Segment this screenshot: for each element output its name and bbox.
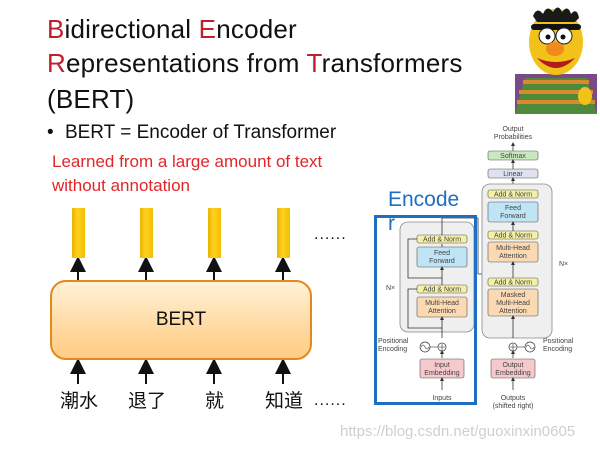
decoder-add-norm-1	[487, 189, 539, 199]
transformer-outputs-label-2: (shifted right)	[493, 403, 534, 410]
title-segment: ncoder	[216, 14, 297, 44]
decoder-add-norm-2-label: Add & Norm	[494, 233, 532, 240]
decoder-mmha-label-1: Masked	[501, 292, 526, 299]
decoder-ff-label-2: Forward	[500, 213, 526, 220]
transformer-inputs-label: Inputs	[432, 395, 452, 402]
dec-pos-label-2: Encoding	[543, 346, 572, 353]
title-segment: ransformers	[321, 48, 463, 78]
transformer-architecture-diagram: Output Probabilities Softmax Linear N× A…	[378, 126, 574, 410]
bert-box: BERT	[50, 280, 312, 360]
enc-pos-label-2: Encoding	[378, 346, 407, 353]
output-embedding-label-2: Embedding	[495, 370, 531, 377]
outputs-ellipsis: ......	[314, 226, 347, 243]
dec-pos-label-1: Positional	[543, 338, 574, 345]
encoder-highlight-box	[374, 215, 477, 405]
title-line-2: Representations from Transformers	[47, 46, 463, 80]
output-embedding-label-1: Output	[502, 362, 523, 369]
transformer-outputs-label-1: Outputs	[501, 395, 526, 402]
encoder-mha-label-2: Attention	[428, 308, 456, 315]
encoder-add-norm-2-label: Add & Norm	[423, 287, 461, 294]
bullet-mark: •	[47, 122, 54, 143]
input-token-1: 潮水	[60, 390, 99, 412]
output-vector-4	[277, 208, 290, 258]
title-line-1: Bidirectional Encoder	[47, 12, 297, 46]
title-segment: (BERT)	[47, 84, 135, 114]
decoder-ff-label-1: Feed	[505, 205, 521, 212]
softmax-label: Softmax	[500, 153, 526, 160]
encoder-mha-label-1: Multi-Head	[425, 300, 459, 307]
linear-label: Linear	[503, 171, 523, 178]
input-embedding-label-1: Input	[434, 362, 450, 369]
decoder-mmha-label-2: Multi-Head	[496, 300, 530, 307]
output-probabilities-label-1: Output	[502, 126, 523, 133]
title-segment: idirectional	[64, 14, 199, 44]
decoder-mmha-label-3: Attention	[499, 308, 527, 315]
bullet-text: BERT = Encoder of Transformer	[64, 122, 337, 143]
title-segment: R	[47, 48, 66, 78]
decoder-nx-label: N×	[559, 261, 568, 268]
watermark: https://blog.csdn.net/guoxinxin0605	[340, 423, 576, 440]
title-segment: B	[47, 14, 65, 44]
encoder-label-line-2: r	[388, 212, 395, 235]
encoder-label-line-1: Encode	[388, 188, 460, 211]
decoder-mha-label-2: Attention	[499, 253, 527, 260]
output-vector-2	[140, 208, 153, 258]
output-vector-1	[72, 208, 85, 258]
bert-io-diagram	[70, 256, 291, 384]
input-embedding-label-2: Embedding	[424, 370, 460, 377]
encoder-ff-label-2: Forward	[429, 258, 455, 265]
output-vector-3	[208, 208, 221, 258]
bert-box-label: BERT	[155, 309, 207, 330]
input-token-2: 退了	[128, 390, 167, 412]
note-line-2: without annotation	[52, 176, 190, 195]
title-line-3: (BERT)	[47, 82, 134, 116]
inputs-ellipsis: ......	[314, 392, 347, 409]
input-token-4: 知道	[265, 390, 304, 412]
encoder-add-norm-1-label: Add & Norm	[423, 237, 461, 244]
title-segment: E	[198, 14, 217, 44]
decoder-mha-label-1: Multi-Head	[496, 245, 530, 252]
title-segment: T	[306, 48, 322, 78]
note-line-1: Learned from a large amount of text	[52, 152, 323, 171]
enc-pos-label-1: Positional	[378, 338, 409, 345]
decoder-add-norm-1-label: Add & Norm	[494, 192, 532, 199]
bullet-definition: • BERT = Encoder of Transformer	[47, 122, 336, 144]
encoder-ff-label-1: Feed	[434, 250, 450, 257]
decoder-add-norm-3-label: Add & Norm	[494, 280, 532, 287]
bert-muppet-image	[515, 7, 597, 114]
encoder-label: Encode r	[388, 188, 459, 236]
title-segment: epresentations from	[65, 48, 307, 78]
input-token-3: 就	[205, 390, 225, 412]
output-probabilities-label-2: Probabilities	[494, 134, 533, 141]
encoder-nx-label: N×	[386, 285, 395, 292]
